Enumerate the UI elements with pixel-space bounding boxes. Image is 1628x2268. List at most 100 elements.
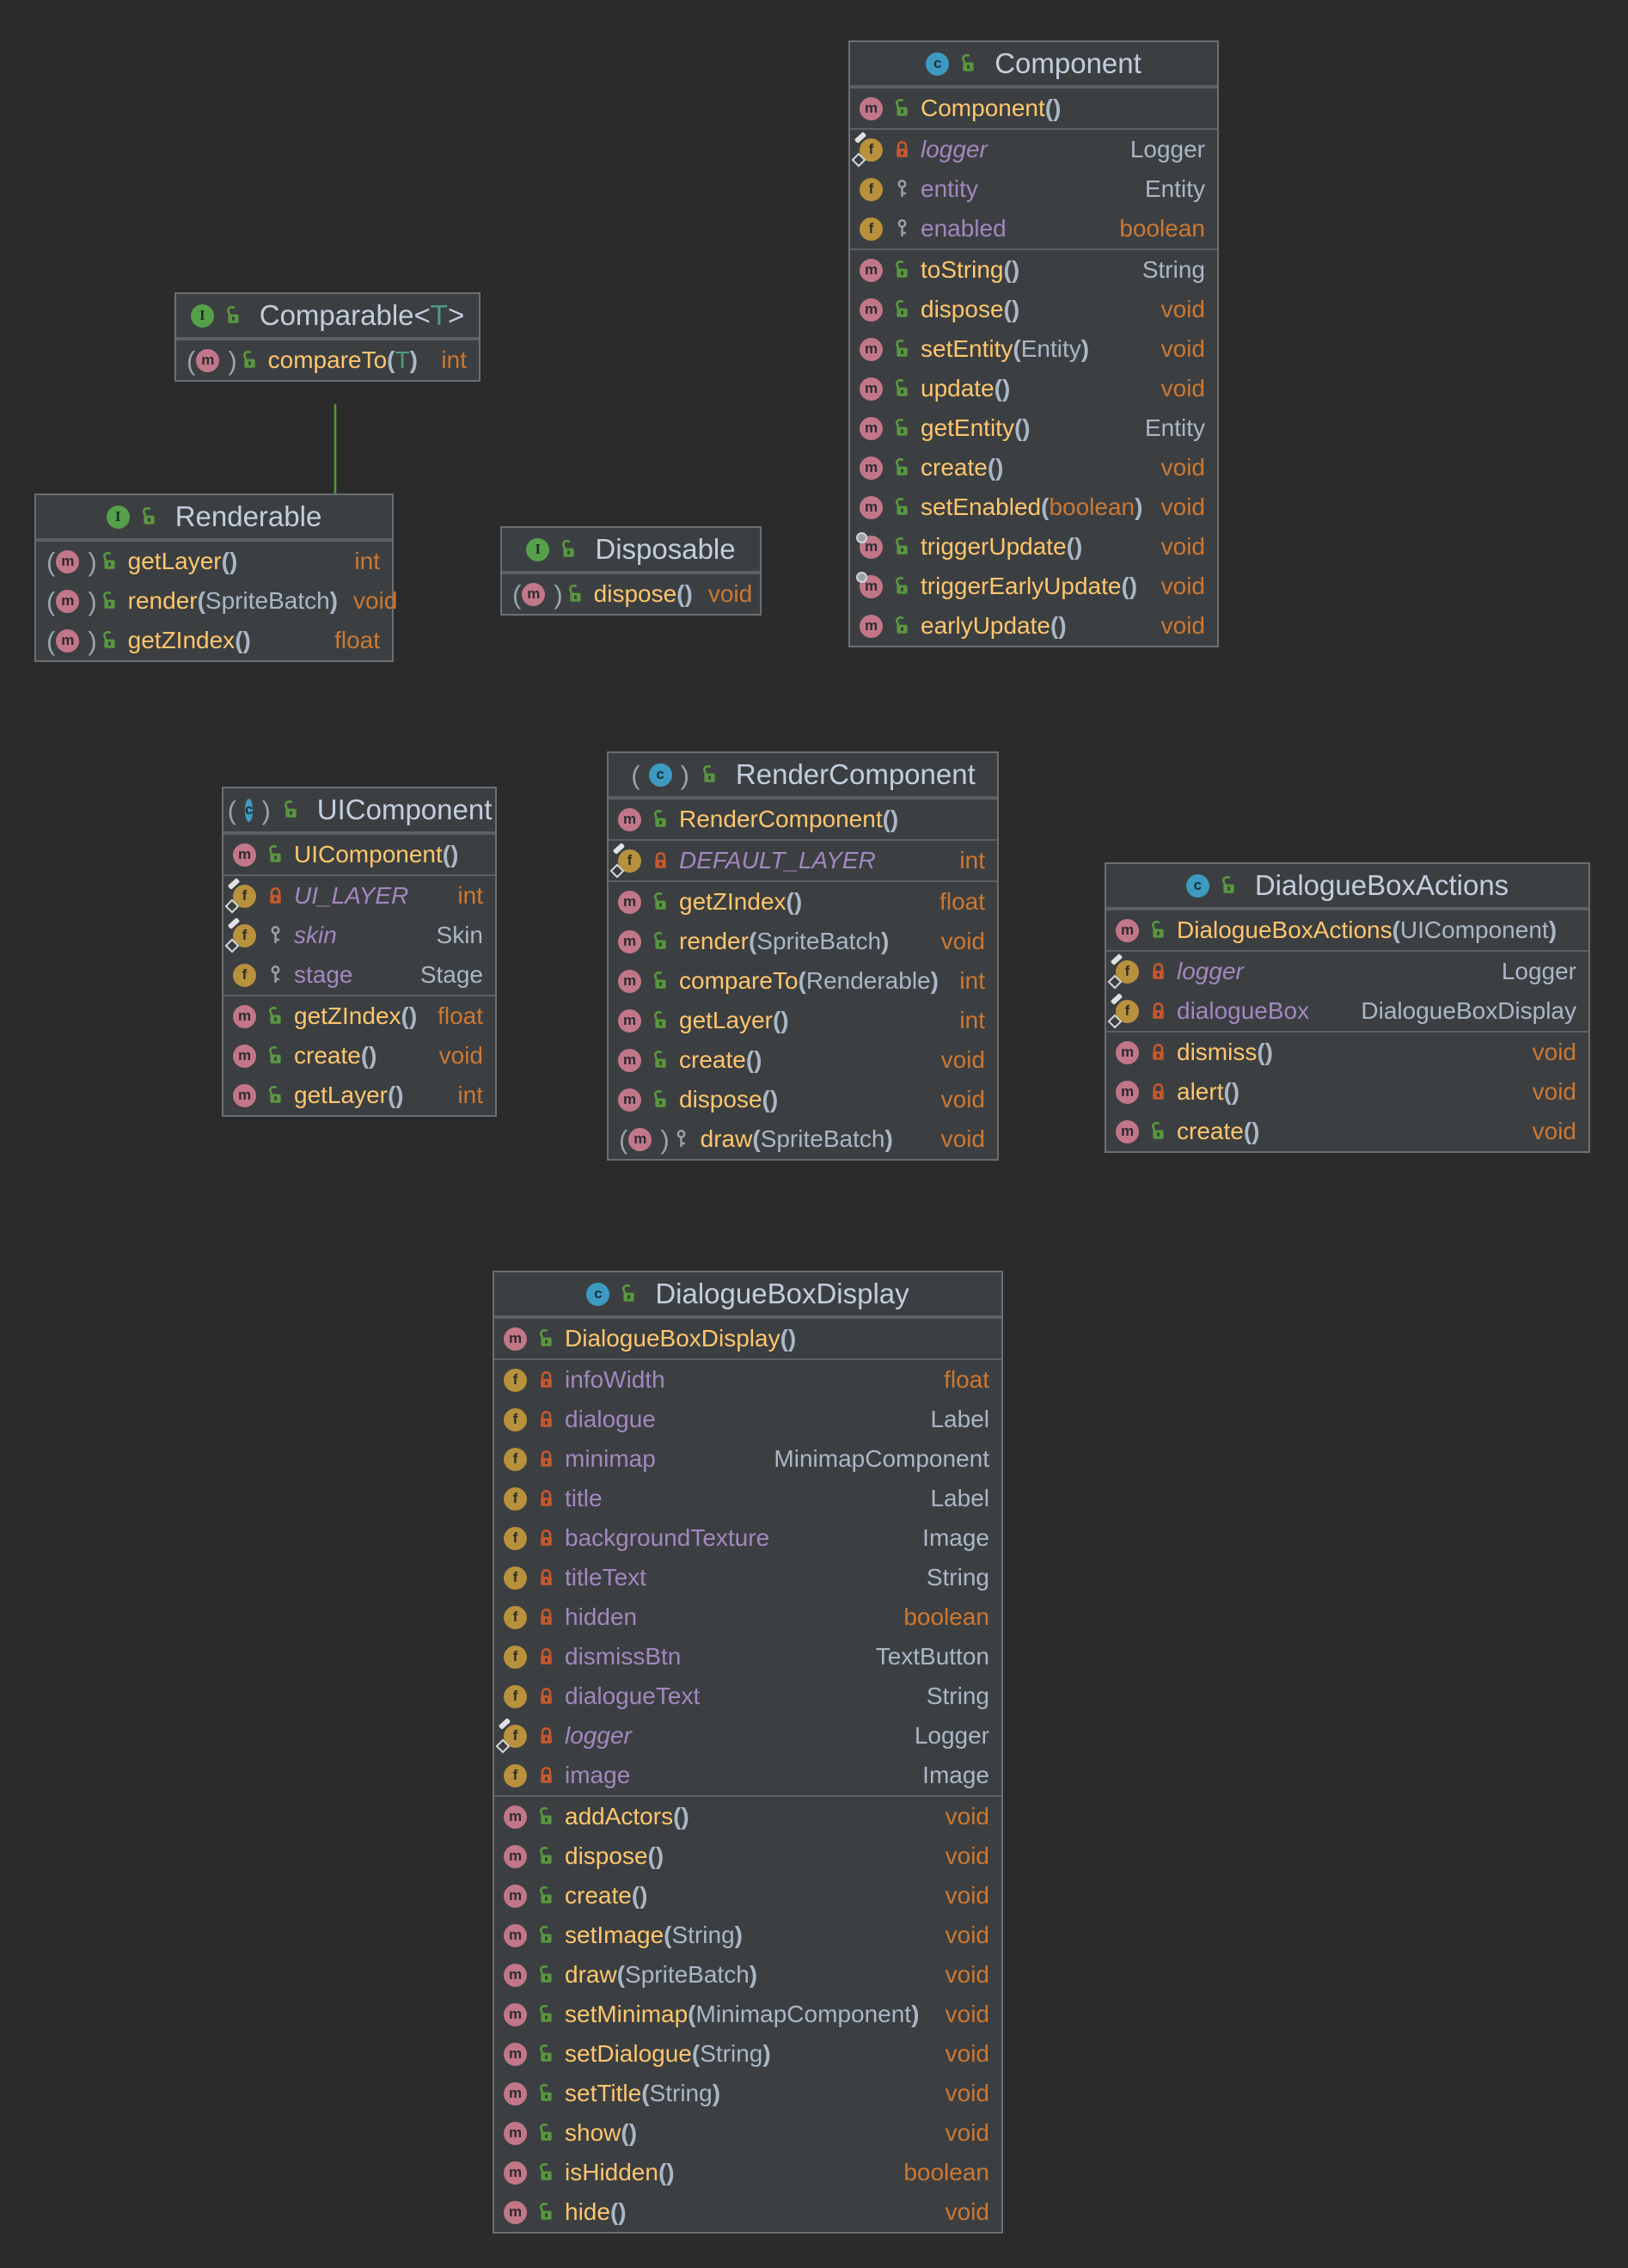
return-type: int [354, 548, 380, 574]
field-icon: f [233, 963, 256, 987]
return-type: void [1160, 296, 1205, 322]
lock-public-icon [535, 1965, 557, 1985]
method-name: draw [565, 1961, 617, 1988]
return-type: TextButton [875, 1643, 989, 1670]
return-type: int [959, 847, 985, 873]
field-icon: f [504, 1605, 527, 1629]
row-renderable-render[interactable]: (m)render(SpriteBatch)void [36, 581, 397, 621]
class-title-rendercomponent[interactable]: (c)RenderComponent [609, 753, 997, 798]
method-icon: m [628, 1127, 652, 1151]
row-renderable-getLayer[interactable]: (m)getLayer()int [36, 542, 392, 581]
row-renderable-getZIndex[interactable]: (m)getZIndex()float [36, 621, 392, 660]
row-rendercomponent-draw[interactable]: (m)draw(SpriteBatch)void [609, 1119, 997, 1159]
lock-public-icon [535, 2162, 557, 2183]
class-title-uicomponent[interactable]: (c)UIComponent [223, 788, 495, 833]
class-name: RenderComponent [735, 758, 976, 790]
method-icon: m [860, 258, 883, 282]
row-disposable-dispose[interactable]: (m)dispose()void [502, 574, 760, 614]
method-icon: m [56, 628, 80, 653]
method-icon: m [504, 2042, 527, 2066]
method-icon: m [618, 1088, 641, 1112]
method-name: getEntity [921, 414, 1014, 441]
return-type: void [945, 2001, 989, 2027]
paren-open: ( [1013, 414, 1023, 441]
paren-open: ( [664, 1922, 672, 1948]
param-type: String [700, 2040, 763, 2067]
row-comparable-compareTo[interactable]: (m)compareTo(T)int [176, 340, 479, 380]
